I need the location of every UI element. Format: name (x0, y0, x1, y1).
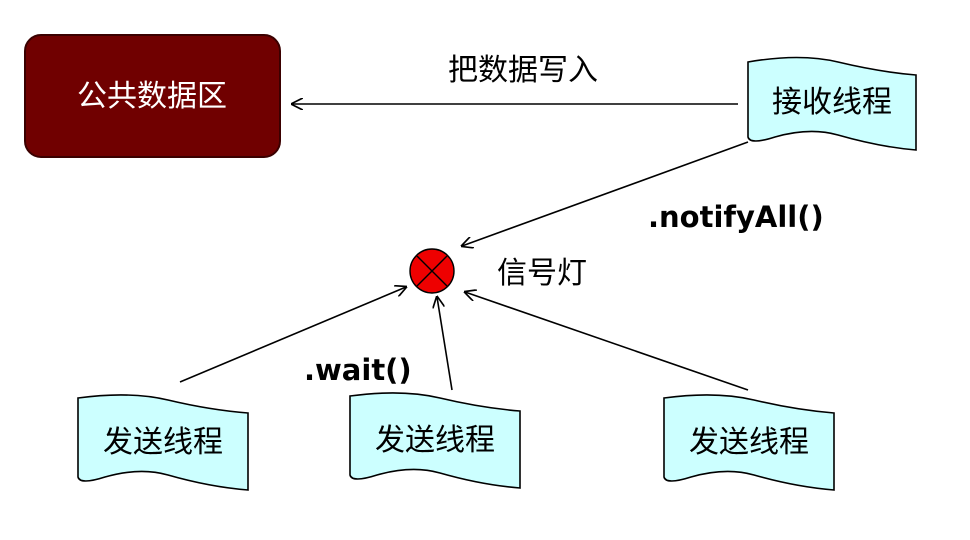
receiver-thread: 接收线程 (747, 56, 917, 151)
sender-thread-3-shape (663, 394, 835, 491)
notify-label: .notifyAll() (648, 200, 824, 234)
shared-data-area-label: 公共数据区 (77, 79, 227, 114)
receiver-thread-label: 接收线程 (772, 85, 892, 120)
wait-arrow-left (179, 287, 406, 383)
wait-label: .wait() (304, 353, 412, 387)
wait-arrow-middle (437, 297, 453, 391)
sender-thread-3-label: 发送线程 (689, 425, 809, 460)
shared-data-area: 公共数据区 (24, 34, 281, 158)
sender-thread-2: 发送线程 (349, 392, 521, 489)
signal-lamp-icon (409, 248, 455, 294)
sender-thread-1-label: 发送线程 (103, 425, 223, 460)
receiver-thread-shape (747, 56, 917, 151)
sender-thread-1: 发送线程 (77, 394, 249, 491)
wait-arrow-right (465, 292, 749, 391)
sender-thread-1-shape (77, 394, 249, 491)
sender-thread-2-shape (349, 392, 521, 489)
notify-arrow (462, 141, 749, 246)
shared-data-area-box (24, 34, 281, 158)
sender-thread-2-label: 发送线程 (375, 423, 495, 458)
signal-lamp-label: 信号灯 (497, 256, 587, 291)
write-label: 把数据写入 (448, 53, 598, 88)
sender-thread-3: 发送线程 (663, 394, 835, 491)
